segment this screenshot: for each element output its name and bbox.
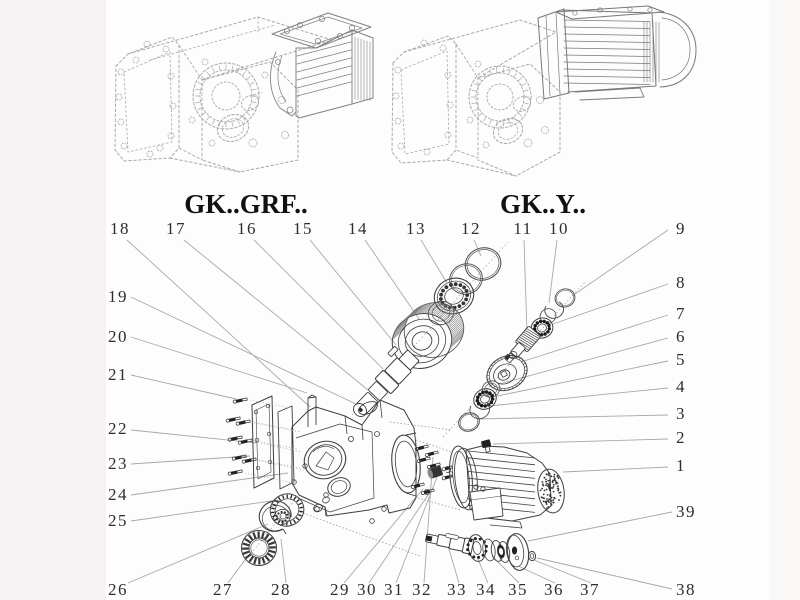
svg-text:3: 3 <box>676 404 686 423</box>
svg-text:24: 24 <box>108 485 128 504</box>
svg-text:39: 39 <box>676 502 696 521</box>
svg-text:1: 1 <box>676 456 686 475</box>
svg-text:19: 19 <box>108 287 128 306</box>
svg-text:12: 12 <box>461 219 481 238</box>
svg-text:18: 18 <box>110 219 130 238</box>
svg-text:32: 32 <box>412 580 432 599</box>
svg-text:11: 11 <box>513 219 532 238</box>
svg-text:7: 7 <box>676 304 686 323</box>
svg-text:23: 23 <box>108 454 128 473</box>
svg-text:9: 9 <box>676 219 686 238</box>
svg-text:29: 29 <box>330 580 350 599</box>
svg-text:6: 6 <box>676 327 686 346</box>
svg-text:2: 2 <box>676 428 686 447</box>
svg-text:31: 31 <box>384 580 404 599</box>
svg-text:GK..Y..: GK..Y.. <box>500 189 586 219</box>
svg-text:10: 10 <box>549 219 569 238</box>
svg-text:15: 15 <box>293 219 313 238</box>
svg-text:27: 27 <box>213 580 233 599</box>
svg-text:36: 36 <box>544 580 564 599</box>
svg-text:26: 26 <box>108 580 128 599</box>
svg-text:8: 8 <box>676 273 686 292</box>
svg-text:4: 4 <box>676 377 686 396</box>
svg-text:37: 37 <box>580 580 600 599</box>
svg-text:25: 25 <box>108 511 128 530</box>
svg-text:17: 17 <box>166 219 186 238</box>
svg-text:34: 34 <box>476 580 496 599</box>
svg-text:21: 21 <box>108 365 128 384</box>
svg-text:13: 13 <box>406 219 426 238</box>
svg-text:5: 5 <box>676 350 686 369</box>
svg-text:16: 16 <box>237 219 257 238</box>
svg-text:14: 14 <box>348 219 368 238</box>
svg-text:22: 22 <box>108 419 128 438</box>
svg-text:GK..GRF..: GK..GRF.. <box>184 189 308 219</box>
svg-text:30: 30 <box>357 580 377 599</box>
svg-text:38: 38 <box>676 580 696 599</box>
svg-text:33: 33 <box>447 580 467 599</box>
svg-text:35: 35 <box>508 580 528 599</box>
svg-text:20: 20 <box>108 327 128 346</box>
svg-text:28: 28 <box>271 580 291 599</box>
